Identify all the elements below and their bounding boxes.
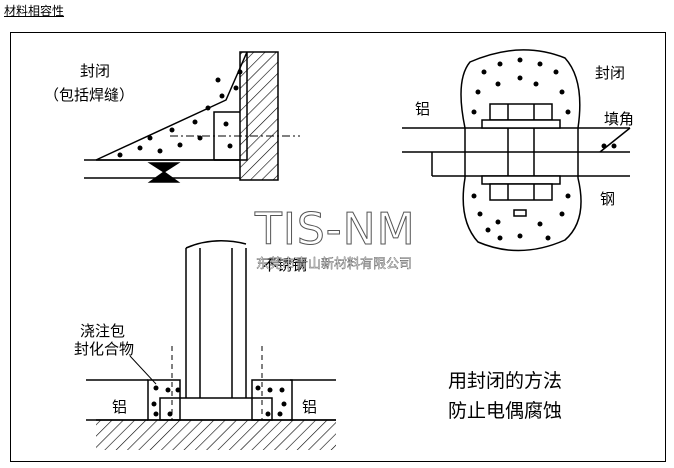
potting-figure (86, 240, 336, 450)
caption-line-2: 防止电偶腐蚀 (448, 400, 563, 422)
potting-dots (151, 385, 287, 417)
section-header: 材料相容性 (4, 4, 65, 18)
label-fillet: 填角 (604, 110, 635, 128)
diagram-frame (10, 32, 666, 462)
label-potting: 浇注包 (80, 322, 126, 340)
label-steel: 钢 (600, 190, 616, 208)
label-seal-right: 封闭 (595, 64, 626, 82)
seal-joint-figure (84, 51, 300, 183)
sealant-dots-right (471, 57, 617, 241)
label-potting-2: 封化合物 (74, 340, 135, 358)
label-aluminum-left: 铝 (112, 398, 128, 416)
caption-line-1: 用封闭的方法 (448, 370, 563, 392)
label-stainless: 不锈钢 (262, 256, 308, 274)
label-aluminum-right: 铝 (302, 398, 318, 416)
label-seal-left-sub: （包括焊缝） (44, 86, 135, 104)
watermark-logo: TIS-NM (255, 204, 416, 256)
sealant-dots-left (117, 69, 243, 158)
label-seal-left: 封闭 (80, 62, 111, 80)
bolt-joint-figure (402, 49, 631, 252)
label-aluminum-top: 铝 (415, 100, 431, 118)
watermark-company: 东莞市青山新材料有限公司 (256, 257, 413, 272)
